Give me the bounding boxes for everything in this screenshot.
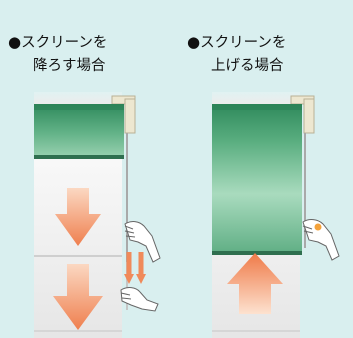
bullet-icon: ● [187, 33, 201, 51]
arrow-up-icon [227, 253, 283, 314]
hand-release-icon [302, 219, 340, 261]
headbox-raise [290, 95, 315, 134]
caption-lower-line1: スクリーンを [21, 35, 108, 51]
caption-raise: ●スクリーンを 上げる場合 [187, 31, 286, 78]
caption-lower-line2: 降ろす場合 [33, 58, 106, 74]
bullet-icon: ● [8, 33, 22, 51]
arrow-down-icon [53, 264, 103, 330]
bottom-bar [34, 155, 124, 159]
hand-pull-icon [120, 221, 161, 312]
screen-fabric-lower [34, 104, 124, 156]
screen-fabric-raise [212, 104, 302, 254]
caption-raise-line1: スクリーンを [200, 35, 287, 51]
caption-raise-line2: 上げる場合 [211, 58, 284, 74]
arrow-down-icon [55, 188, 101, 246]
bottom-bar [212, 251, 302, 255]
caption-lower: ●スクリーンを 降ろす場合 [8, 31, 107, 78]
arrow-down-small-icon [124, 252, 146, 284]
